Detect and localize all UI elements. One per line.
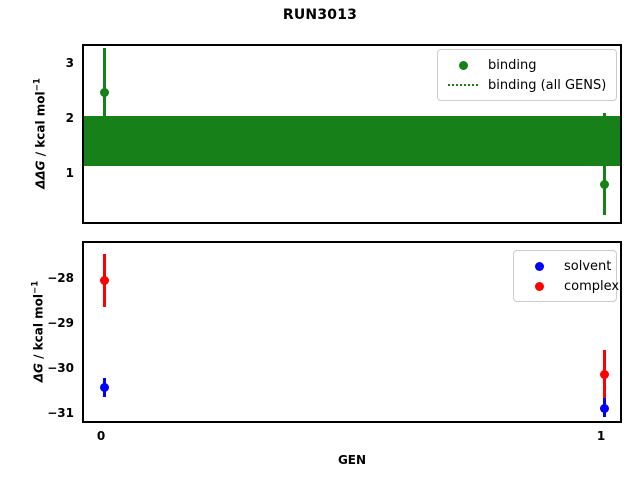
bottom-ytick-label-minus28: −28 (47, 271, 74, 285)
solvent-marker-gen0[interactable] (99, 383, 109, 392)
bottom-ytick-label-minus29: −29 (47, 316, 74, 330)
binding-all-gens-band (84, 116, 620, 166)
top-ytick-label-2: 2 (65, 111, 74, 125)
top-ytick-label-3: 3 (65, 56, 74, 70)
bottom-panel-plot-area (84, 243, 620, 421)
bottom-panel-legend[interactable]: solvent complex (513, 250, 619, 302)
binding-errorbar-gen1 (602, 113, 606, 215)
x-axis-label: GEN (337, 453, 367, 467)
top-ytick-label-1: 1 (65, 166, 74, 180)
legend-label-binding: binding (488, 57, 537, 73)
xtick-label-gen1: 1 (596, 429, 606, 443)
legend-item-complex[interactable]: complex (522, 276, 619, 296)
binding-marker-icon (446, 58, 480, 72)
top-panel-legend[interactable]: binding binding (all GENS) (437, 49, 617, 101)
bottom-y-label-exponent: −1 (30, 280, 41, 294)
legend-label-binding-all-gens: binding (all GENS) (488, 77, 607, 93)
legend-item-solvent[interactable]: solvent (522, 256, 612, 276)
legend-item-binding[interactable]: binding (446, 55, 608, 75)
top-panel-plot-area (84, 46, 620, 222)
complex-marker-gen0[interactable] (99, 276, 109, 285)
xtick-label-gen0: 0 (96, 429, 106, 443)
solvent-marker-gen1[interactable] (599, 404, 609, 413)
binding-marker-gen0[interactable] (99, 87, 109, 97)
complex-marker-icon (522, 279, 556, 293)
binding-marker-gen1[interactable] (599, 179, 609, 189)
legend-item-binding-all-gens[interactable]: binding (all GENS) (446, 75, 608, 95)
dotted-line-icon (446, 78, 480, 92)
figure-title: RUN3013 (282, 7, 358, 23)
bottom-ytick-label-minus31: −31 (47, 406, 74, 420)
solvent-marker-icon (522, 259, 556, 273)
top-panel-y-axis-label: ΔΔG / kcal mol−1 (33, 54, 48, 214)
legend-label-complex: complex (564, 278, 620, 294)
top-y-label-exponent: −1 (32, 78, 43, 92)
complex-marker-gen1[interactable] (599, 369, 609, 379)
top-y-label-unit: / kcal mol (33, 91, 48, 161)
legend-label-solvent: solvent (564, 258, 612, 274)
top-y-label-symbol: ΔΔG (33, 160, 48, 189)
bottom-ytick-label-minus30: −30 (47, 361, 74, 375)
